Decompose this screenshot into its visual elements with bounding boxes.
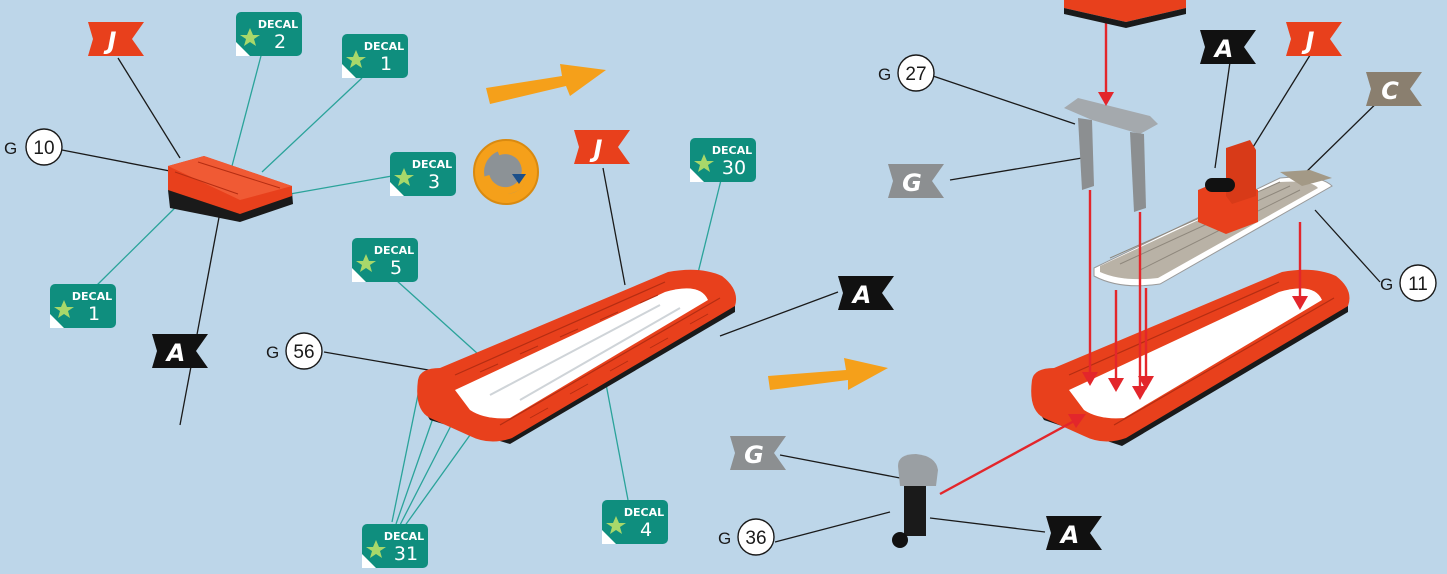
decal-badge-1: DECAL 1	[50, 284, 116, 328]
callout-group-label: G	[718, 529, 731, 548]
color-flag-red-j: J	[88, 22, 144, 56]
svg-text:4: 4	[640, 519, 652, 541]
svg-text:1: 1	[380, 53, 392, 75]
part-callout-g11: G 11	[1380, 265, 1436, 301]
svg-text:A: A	[1213, 35, 1234, 63]
svg-text:31: 31	[394, 543, 418, 565]
callout-group-label: G	[1380, 275, 1393, 294]
callout-number: 56	[293, 342, 314, 363]
part-callout-g27: G 27	[878, 55, 934, 91]
svg-text:C: C	[1381, 77, 1399, 105]
outboard-motor-part	[892, 454, 938, 548]
callout-group-label: G	[878, 65, 891, 84]
step-arrow-icon	[486, 64, 606, 104]
color-flag-black-a: A	[838, 276, 894, 310]
decal-badge-30: DECAL 30	[690, 138, 756, 182]
svg-text:G: G	[744, 441, 764, 469]
color-flag-gray-g: G	[888, 164, 944, 198]
color-flag-red-j: J	[1286, 22, 1342, 56]
rotate-icon	[474, 140, 538, 204]
svg-text:DECAL: DECAL	[258, 18, 298, 31]
svg-text:A: A	[851, 281, 872, 309]
part-callout-g56: G 56	[266, 333, 322, 369]
svg-text:2: 2	[274, 31, 286, 53]
svg-text:DECAL: DECAL	[712, 144, 752, 157]
part-callout-g10: G 10	[4, 129, 62, 165]
svg-text:3: 3	[428, 171, 440, 193]
svg-text:DECAL: DECAL	[364, 40, 404, 53]
color-flag-tan-c: C	[1366, 72, 1422, 106]
decal-badge-2: DECAL 2	[236, 12, 302, 56]
decal-badge-5: DECAL 5	[352, 238, 418, 282]
color-flag-black-a: A	[1046, 516, 1102, 550]
svg-text:A: A	[165, 339, 186, 367]
decal-badge-3: DECAL 3	[390, 152, 456, 196]
svg-text:G: G	[902, 169, 922, 197]
svg-text:DECAL: DECAL	[72, 290, 112, 303]
part-callout-g36: G 36	[718, 519, 774, 555]
callout-number: 11	[1408, 274, 1428, 295]
top-cover-part	[1064, 0, 1186, 28]
svg-text:1: 1	[88, 303, 100, 325]
callout-number: 10	[33, 138, 54, 159]
decal-badge-1: DECAL 1	[342, 34, 408, 78]
svg-text:DECAL: DECAL	[384, 530, 424, 543]
lifeboat-cover-part	[168, 156, 293, 222]
svg-text:5: 5	[390, 257, 402, 279]
color-flag-black-a: A	[1200, 30, 1256, 64]
decal-badge-4: DECAL 4	[602, 500, 668, 544]
color-flag-red-j: J	[574, 130, 630, 164]
dinghy-hull-part	[417, 270, 736, 444]
step-arrow-icon	[768, 358, 888, 390]
color-flag-black-a: A	[152, 334, 208, 368]
svg-text:A: A	[1059, 521, 1080, 549]
svg-text:DECAL: DECAL	[412, 158, 452, 171]
decal-badge-31: DECAL 31	[362, 524, 428, 568]
callout-group-label: G	[4, 139, 17, 158]
svg-text:30: 30	[722, 157, 746, 179]
color-flag-gray-g: G	[730, 436, 786, 470]
svg-text:DECAL: DECAL	[374, 244, 414, 257]
svg-text:DECAL: DECAL	[624, 506, 664, 519]
callout-group-label: G	[266, 343, 279, 362]
console-part	[1198, 140, 1258, 234]
roll-bar-part	[1064, 98, 1158, 212]
callout-number: 27	[905, 64, 926, 85]
callout-number: 36	[745, 528, 766, 549]
